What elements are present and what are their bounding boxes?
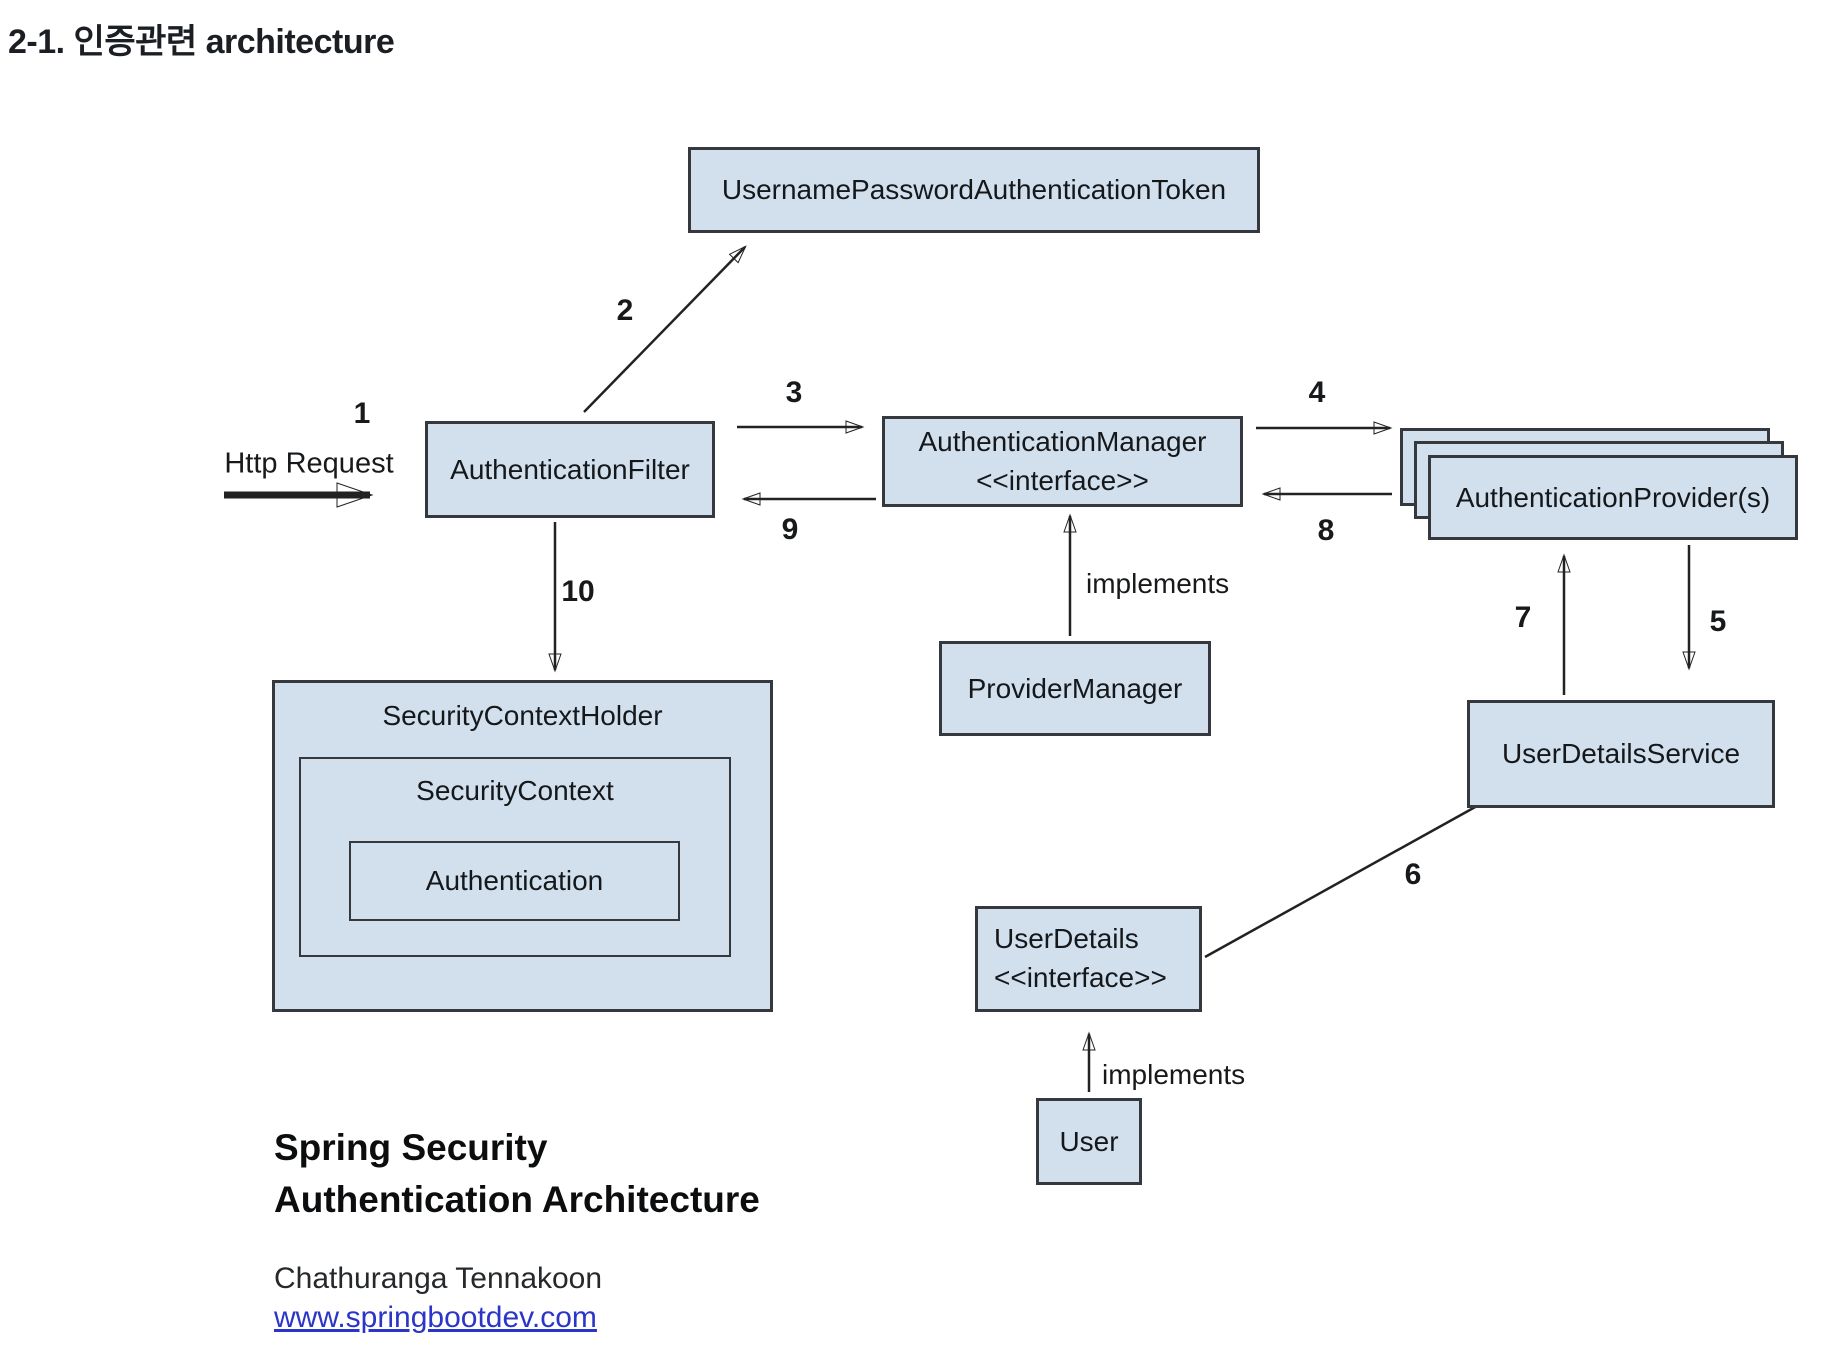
edge-label-3: 3 bbox=[785, 376, 803, 409]
node-label: User bbox=[1059, 1125, 1119, 1157]
node-label: AuthenticationProvider(s) bbox=[1455, 481, 1771, 513]
node-label: ProviderManager bbox=[967, 672, 1183, 704]
node-label: Authentication bbox=[425, 865, 604, 896]
edge-label-5: 5 bbox=[1709, 605, 1727, 638]
node-authentication-manager: AuthenticationManager <<interface>> bbox=[882, 416, 1243, 507]
edge-label-9: 9 bbox=[781, 513, 799, 546]
node-authentication-provider: AuthenticationProvider(s) bbox=[1428, 455, 1798, 540]
edge-label-1: 1 bbox=[353, 397, 371, 430]
node-authentication-filter: AuthenticationFilter bbox=[425, 421, 715, 518]
node-user-details-service: UserDetailsService bbox=[1467, 700, 1775, 808]
edge-label-10: 10 bbox=[561, 575, 595, 608]
node-user-details: UserDetails <<interface>> bbox=[975, 906, 1202, 1012]
node-label: SecurityContext bbox=[416, 775, 614, 806]
footer-heading: Spring Security Authentication Architect… bbox=[274, 1122, 760, 1226]
line-6 bbox=[1204, 804, 1478, 959]
edge-label-2: 2 bbox=[616, 294, 634, 327]
edge-label-6: 6 bbox=[1404, 858, 1422, 891]
node-provider-manager: ProviderManager bbox=[939, 641, 1211, 736]
node-label-line2: <<interface>> bbox=[976, 464, 1149, 496]
footer-heading-line2: Authentication Architecture bbox=[274, 1178, 760, 1220]
node-label: SecurityContextHolder bbox=[382, 700, 663, 731]
node-label: UsernamePasswordAuthenticationToken bbox=[721, 174, 1227, 205]
implements-user-label: implements bbox=[1102, 1059, 1246, 1090]
edge-label-8: 8 bbox=[1317, 514, 1335, 547]
node-username-password-authentication-token: UsernamePasswordAuthenticationToken bbox=[688, 147, 1260, 233]
node-authentication: Authentication bbox=[349, 841, 680, 921]
implements-manager-label: implements bbox=[1086, 568, 1230, 599]
node-label-line1: UserDetails bbox=[994, 923, 1139, 955]
footer-author: Chathuranga Tennakoon bbox=[274, 1262, 603, 1295]
node-label-line1: AuthenticationManager bbox=[918, 425, 1207, 457]
node-label: UserDetailsService bbox=[1501, 738, 1741, 769]
edge-label-7: 7 bbox=[1514, 601, 1532, 634]
http-request-label: Http Request bbox=[224, 447, 394, 480]
footer-heading-line1: Spring Security bbox=[274, 1127, 548, 1168]
node-label: AuthenticationFilter bbox=[450, 453, 690, 485]
page-title: 2-1. 인증관련 architecture bbox=[8, 23, 395, 61]
node-user: User bbox=[1036, 1098, 1142, 1185]
edge-label-4: 4 bbox=[1308, 376, 1326, 409]
arrow-2-line bbox=[583, 245, 747, 413]
node-security-context: SecurityContext bbox=[299, 757, 731, 957]
node-label-line2: <<interface>> bbox=[994, 962, 1167, 993]
footer-link[interactable]: www.springbootdev.com bbox=[274, 1301, 597, 1334]
